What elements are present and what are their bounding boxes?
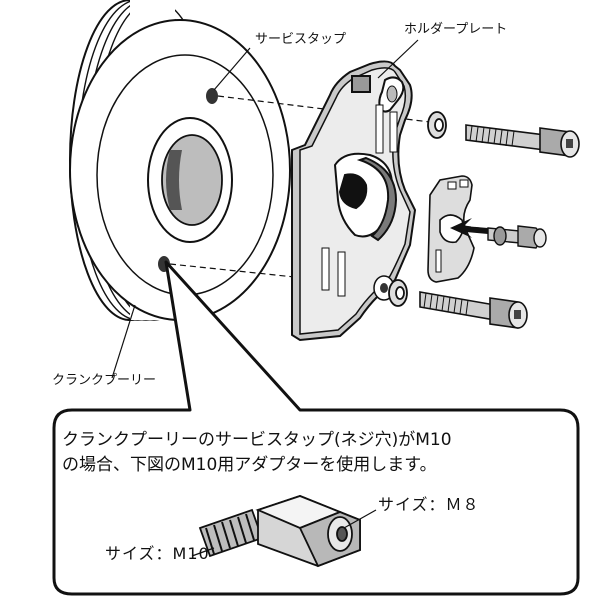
m10-adapter xyxy=(198,495,361,568)
size-leader-lines xyxy=(191,509,377,557)
size-m8-label: サイズ：Ｍ８ xyxy=(378,495,480,514)
size-m10-label: サイズ：M10 xyxy=(105,544,210,563)
upper-washer xyxy=(427,111,447,139)
lower-washer xyxy=(388,279,408,307)
callout-note: クランクプーリーのサービスタップ(ネジ穴)がM10 の場合、下図のM10用アダプ… xyxy=(62,428,562,478)
callout-note-line-2: の場合、下図のM10用アダプターを使用します。 xyxy=(62,455,437,475)
holder-plate-label: ホルダープレート xyxy=(404,22,508,37)
callout-box xyxy=(52,260,580,596)
adapter-bolt-small xyxy=(487,225,547,249)
crank-pulley-label: クランクプーリー xyxy=(52,373,157,388)
service-tap-label: サービスタップ xyxy=(255,32,347,47)
upper-bolt xyxy=(465,124,580,158)
callout-note-line-1: クランクプーリーのサービスタップ(ネジ穴)がM10 xyxy=(62,430,452,450)
small-bracket-plate xyxy=(427,175,475,283)
lower-bolt xyxy=(419,291,528,329)
crank-pulley xyxy=(69,0,291,321)
service-tap-hole-upper xyxy=(206,88,218,104)
leader-lines xyxy=(111,39,419,379)
insert-arrow xyxy=(450,218,488,238)
holder-plate xyxy=(291,60,417,342)
